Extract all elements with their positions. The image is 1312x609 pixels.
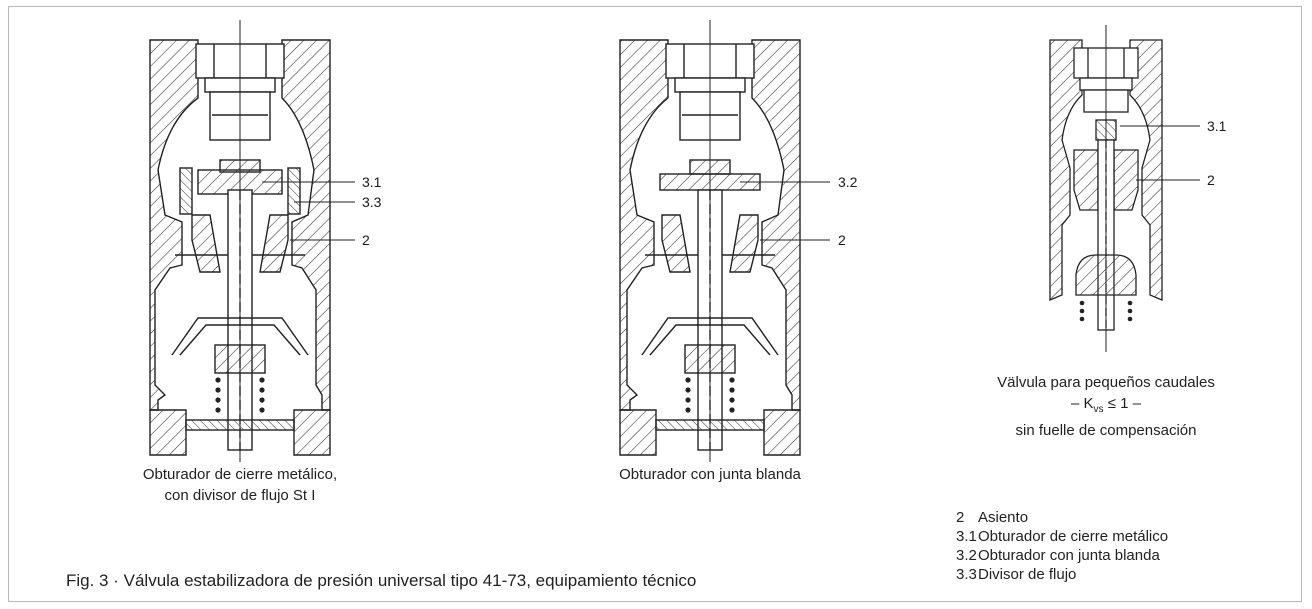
- valve-c-caption: Välvula para pequeños caudales – Kvs ≤ 1…: [956, 372, 1256, 441]
- valve-a-body-right: [281, 39, 331, 411]
- valve-b-drawing: [619, 20, 830, 462]
- valve-c-caption-line2: – Kvs ≤ 1 –: [1071, 395, 1141, 415]
- valve-a-label-3-1: 3.1: [362, 174, 382, 190]
- kvs-subscript: vs: [1093, 404, 1104, 415]
- valve-a-label-2: 2: [362, 232, 370, 248]
- legend-item: 3.3Divisor de flujo: [956, 566, 1077, 583]
- valve-c-label-2: 2: [1207, 172, 1215, 188]
- valve-c-drawing: [1049, 25, 1200, 352]
- valve-c-body-right: [1129, 39, 1163, 301]
- valve-b-body-right: [751, 39, 801, 411]
- valve-b-body-left: [619, 39, 669, 411]
- valve-a-caption-line2: con divisor de flujo St I: [164, 487, 316, 504]
- valve-a-bottom-left: [149, 409, 187, 456]
- figure-caption: Fig. 3 · Válvula estabilizadora de presi…: [66, 571, 697, 590]
- valve-b-label-2: 2: [838, 232, 846, 248]
- valve-c-caption-line1: Välvula para pequeños caudales: [997, 374, 1215, 391]
- valve-a-body-left: [149, 39, 199, 411]
- valve-b-bottom-left: [619, 409, 657, 456]
- valve-c-body-left: [1049, 39, 1083, 301]
- valve-b-bottom-right: [763, 409, 801, 456]
- valve-b-seat: [661, 214, 691, 273]
- valve-c-label-3-1: 3.1: [1207, 118, 1227, 134]
- valve-b-spring: [685, 377, 735, 413]
- legend-item: 3.1Obturador de cierre metálico: [956, 528, 1169, 545]
- valve-c-seat: [1073, 149, 1099, 211]
- valve-c-spring: [1079, 300, 1133, 322]
- valve-a-seat: [191, 214, 221, 273]
- valve-a-bottom-right: [293, 409, 331, 456]
- legend-item: 3.2Obturador con junta blanda: [956, 547, 1160, 564]
- valve-b-label-3-2: 3.2: [838, 174, 858, 190]
- valve-a-caption-line1: Obturador de cierre metálico,: [142, 466, 338, 483]
- valve-a-caption: Obturador de cierre metálico, con diviso…: [140, 464, 340, 506]
- valve-b-caption: Obturador con junta blanda: [619, 466, 801, 483]
- figure-frame: [8, 6, 1302, 602]
- valve-a-label-3-3: 3.3: [362, 194, 382, 210]
- valve-a-drawing: [149, 20, 355, 462]
- valve-c-caption-line3: sin fuelle de compensación: [1015, 422, 1197, 439]
- valve-a-spring: [215, 377, 265, 413]
